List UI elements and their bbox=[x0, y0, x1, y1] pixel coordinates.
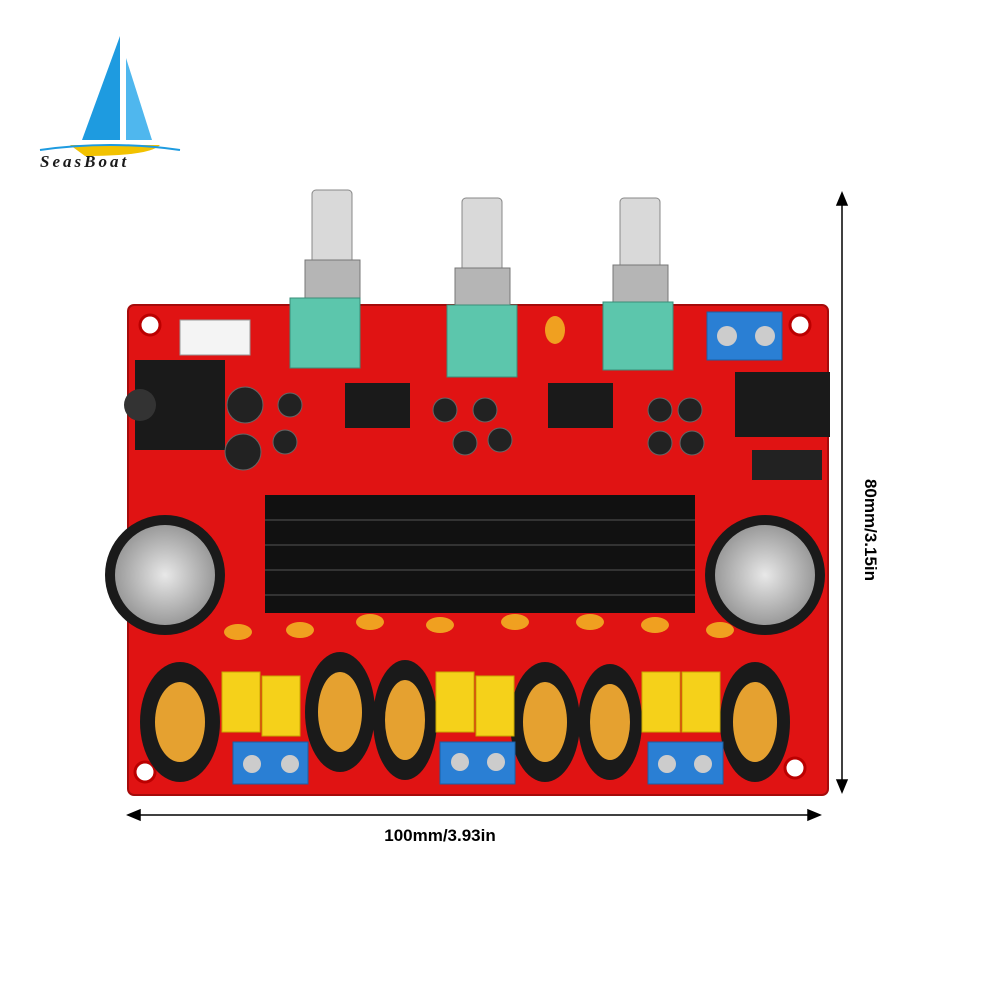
potentiometer-1 bbox=[289, 189, 361, 369]
potentiometer-3 bbox=[602, 197, 674, 371]
potentiometer-2 bbox=[446, 197, 518, 378]
width-dimension-arrow bbox=[126, 808, 822, 822]
height-dimension-label: 80mm/3.15in bbox=[861, 478, 880, 582]
dc-jack bbox=[735, 372, 830, 437]
boat-hull-icon bbox=[70, 145, 160, 156]
sail-icon-small bbox=[126, 58, 152, 140]
height-dimension-arrow bbox=[835, 191, 849, 794]
sail-icon bbox=[82, 36, 120, 140]
logo-wordmark: SeasBoat bbox=[40, 152, 130, 171]
heatsink bbox=[265, 495, 695, 613]
width-dimension-label: 100mm/3.93in bbox=[384, 826, 496, 845]
seasboat-logo bbox=[39, 36, 181, 156]
